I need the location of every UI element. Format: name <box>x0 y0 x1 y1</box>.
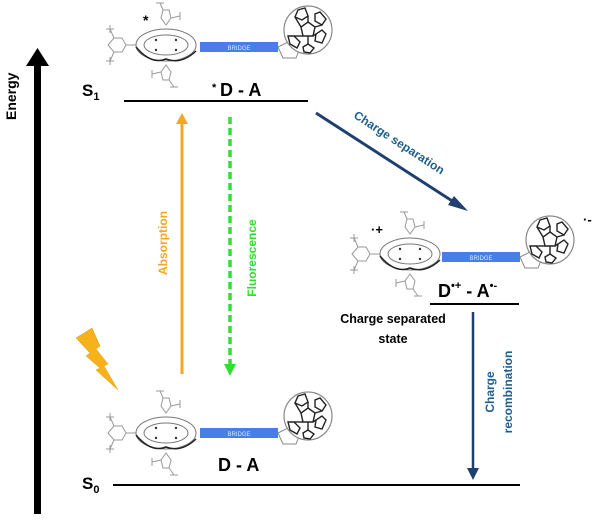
fullerene-s1 <box>283 5 333 55</box>
charge-recombination-label-1: Charge <box>483 371 497 413</box>
bridge-label-s1: BRIDGE <box>227 46 250 52</box>
bridge-label-s0: BRIDGE <box>227 432 250 438</box>
s1-molecule: * BRIDGE <box>105 2 333 88</box>
charge-separation-transition: Charge separation <box>315 108 468 211</box>
lightning-icon <box>75 327 119 391</box>
energy-arrowhead <box>26 48 49 66</box>
cs-caption-line2: state <box>378 332 407 346</box>
bridge-s1 <box>200 42 278 52</box>
charge-recombination-transition: Charge recombination <box>467 312 515 480</box>
cation-mark: ·+ <box>371 222 383 237</box>
absorption-arrowhead <box>176 113 188 124</box>
s1-state-label: D - A <box>220 80 261 100</box>
s1-level: S1 * D - A <box>82 80 308 103</box>
bridge-cs <box>442 252 520 262</box>
s0-label: S0 <box>82 474 99 496</box>
s0-level: S0 D - A <box>82 455 520 496</box>
energy-axis: Energy <box>3 48 49 514</box>
energy-axis-label: Energy <box>3 72 19 120</box>
fullerene-s0 <box>283 391 333 441</box>
bridge-label-cs: BRIDGE <box>469 256 492 262</box>
cs-molecule: ·+ BRIDGE ·- <box>349 211 592 297</box>
fullerene-cs <box>525 215 575 265</box>
fluorescence-label: Fluorescence <box>245 219 259 297</box>
cs-caption-line1: Charge separated <box>340 312 446 326</box>
charge-recombination-label-2: recombination <box>501 351 515 434</box>
excited-star-mark: * <box>143 12 149 28</box>
bridge-s0 <box>200 428 278 438</box>
s1-label: S1 <box>82 81 99 103</box>
cs-state-label: D•+ - A•- <box>438 280 497 301</box>
absorption-label: Absorption <box>156 211 170 275</box>
charge-separation-arrowhead <box>448 196 468 211</box>
s0-molecule: BRIDGE <box>105 390 333 476</box>
fluorescence-transition: Fluorescence <box>224 117 259 376</box>
s0-state-label: D - A <box>218 455 259 475</box>
anion-mark: ·- <box>583 212 592 227</box>
charge-recombination-arrowhead <box>467 468 479 480</box>
fluorescence-arrowhead <box>224 364 236 376</box>
cs-level: D•+ - A•- Charge separated state <box>340 280 519 346</box>
s1-excited-star: * <box>212 82 217 94</box>
absorption-transition: Absorption <box>156 113 188 374</box>
